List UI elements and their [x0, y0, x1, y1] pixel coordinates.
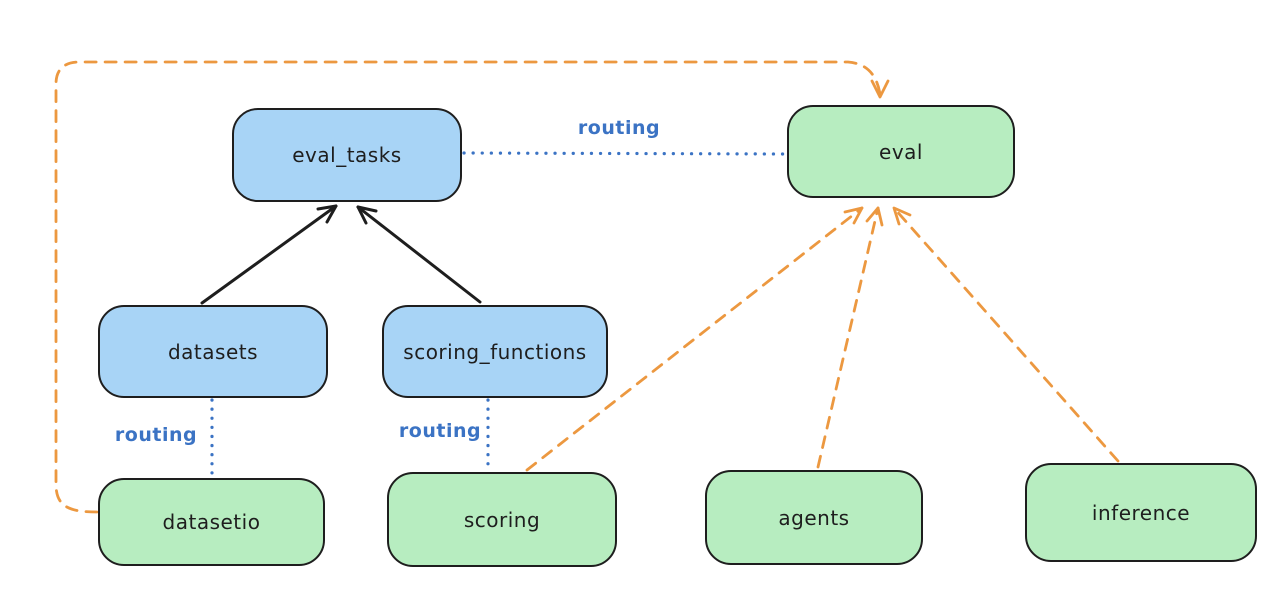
edge-agents-to-eval	[816, 206, 884, 469]
node-datasetio: datasetio	[98, 478, 325, 566]
node-inference: inference	[1025, 463, 1257, 562]
node-scoring-functions-label: scoring_functions	[403, 339, 587, 364]
edge-eval-tasks-to-eval-routing	[462, 151, 788, 156]
node-agents: agents	[705, 470, 923, 565]
routing-label-datasets-datasetio: routing	[114, 424, 198, 446]
node-agents-label: agents	[778, 505, 850, 530]
node-eval-tasks-label: eval_tasks	[292, 143, 402, 167]
edge-scoring-functions-to-eval-tasks	[356, 205, 482, 304]
node-datasets-label: datasets	[167, 339, 259, 364]
node-datasetio-label: datasetio	[162, 510, 261, 534]
node-eval-label: eval	[879, 139, 923, 164]
edge-inference-to-eval	[892, 206, 1120, 463]
node-datasets: datasets	[98, 305, 328, 398]
node-scoring-functions: scoring_functions	[382, 305, 608, 398]
routing-label-scoring-functions-scoring: routing	[398, 420, 482, 442]
node-eval: eval	[787, 105, 1015, 198]
node-scoring: scoring	[387, 472, 617, 567]
node-scoring-label: scoring	[463, 507, 541, 532]
routing-label-eval-tasks-eval: routing	[577, 117, 661, 139]
edge-datasets-to-eval-tasks	[200, 204, 338, 305]
node-inference-label: inference	[1091, 500, 1191, 525]
node-eval-tasks: eval_tasks	[232, 108, 462, 202]
